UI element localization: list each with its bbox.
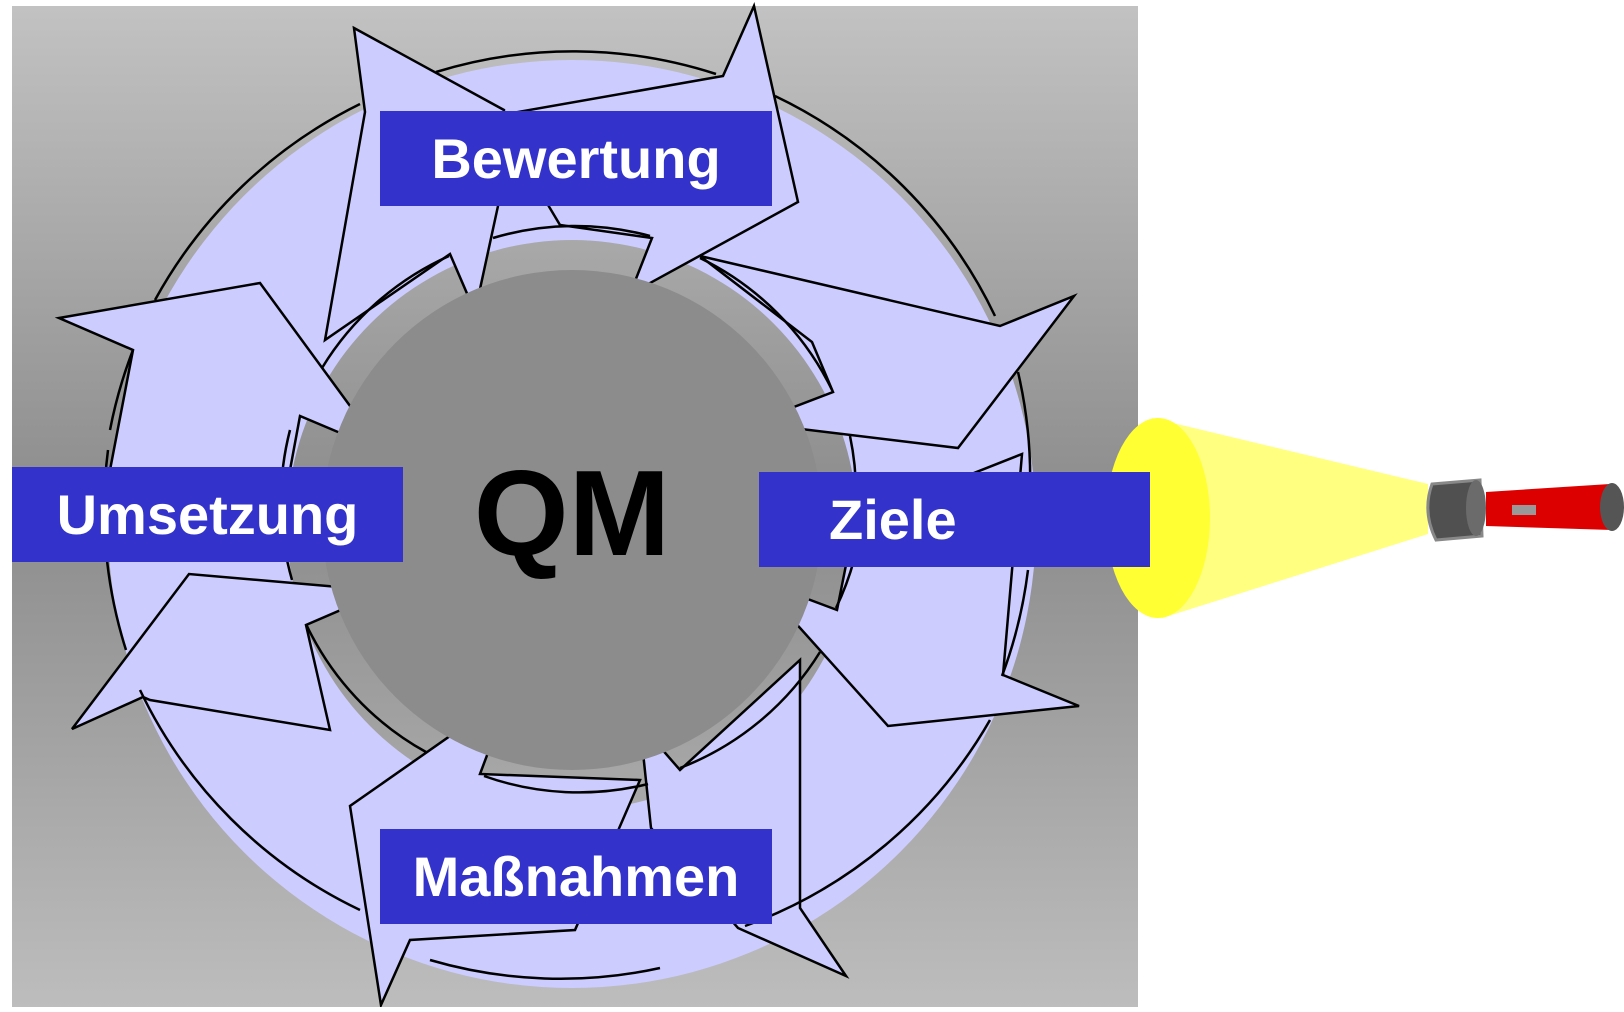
flashlight-body (1486, 484, 1612, 530)
cycle-arrow-left-upper (54, 281, 387, 472)
step-bewertung-label: Bewertung (380, 111, 772, 206)
cycle-core (322, 270, 822, 770)
light-spot (1106, 418, 1210, 618)
flashlight-lens-ring (1466, 480, 1486, 536)
flashlight-switch (1512, 505, 1536, 515)
light-beam (1152, 418, 1428, 618)
step-umsetzung-label: Umsetzung (12, 467, 403, 562)
flashlight-end-cap (1600, 483, 1624, 531)
step-massnahmen-label: Maßnahmen (380, 829, 772, 924)
cycle-arrows-icon (54, 2, 1080, 1010)
center-label: QM (473, 445, 671, 581)
step-ziele-label: Ziele (759, 472, 1150, 567)
cycle-arrow-right (699, 254, 1078, 450)
flashlight-icon (1106, 418, 1624, 618)
